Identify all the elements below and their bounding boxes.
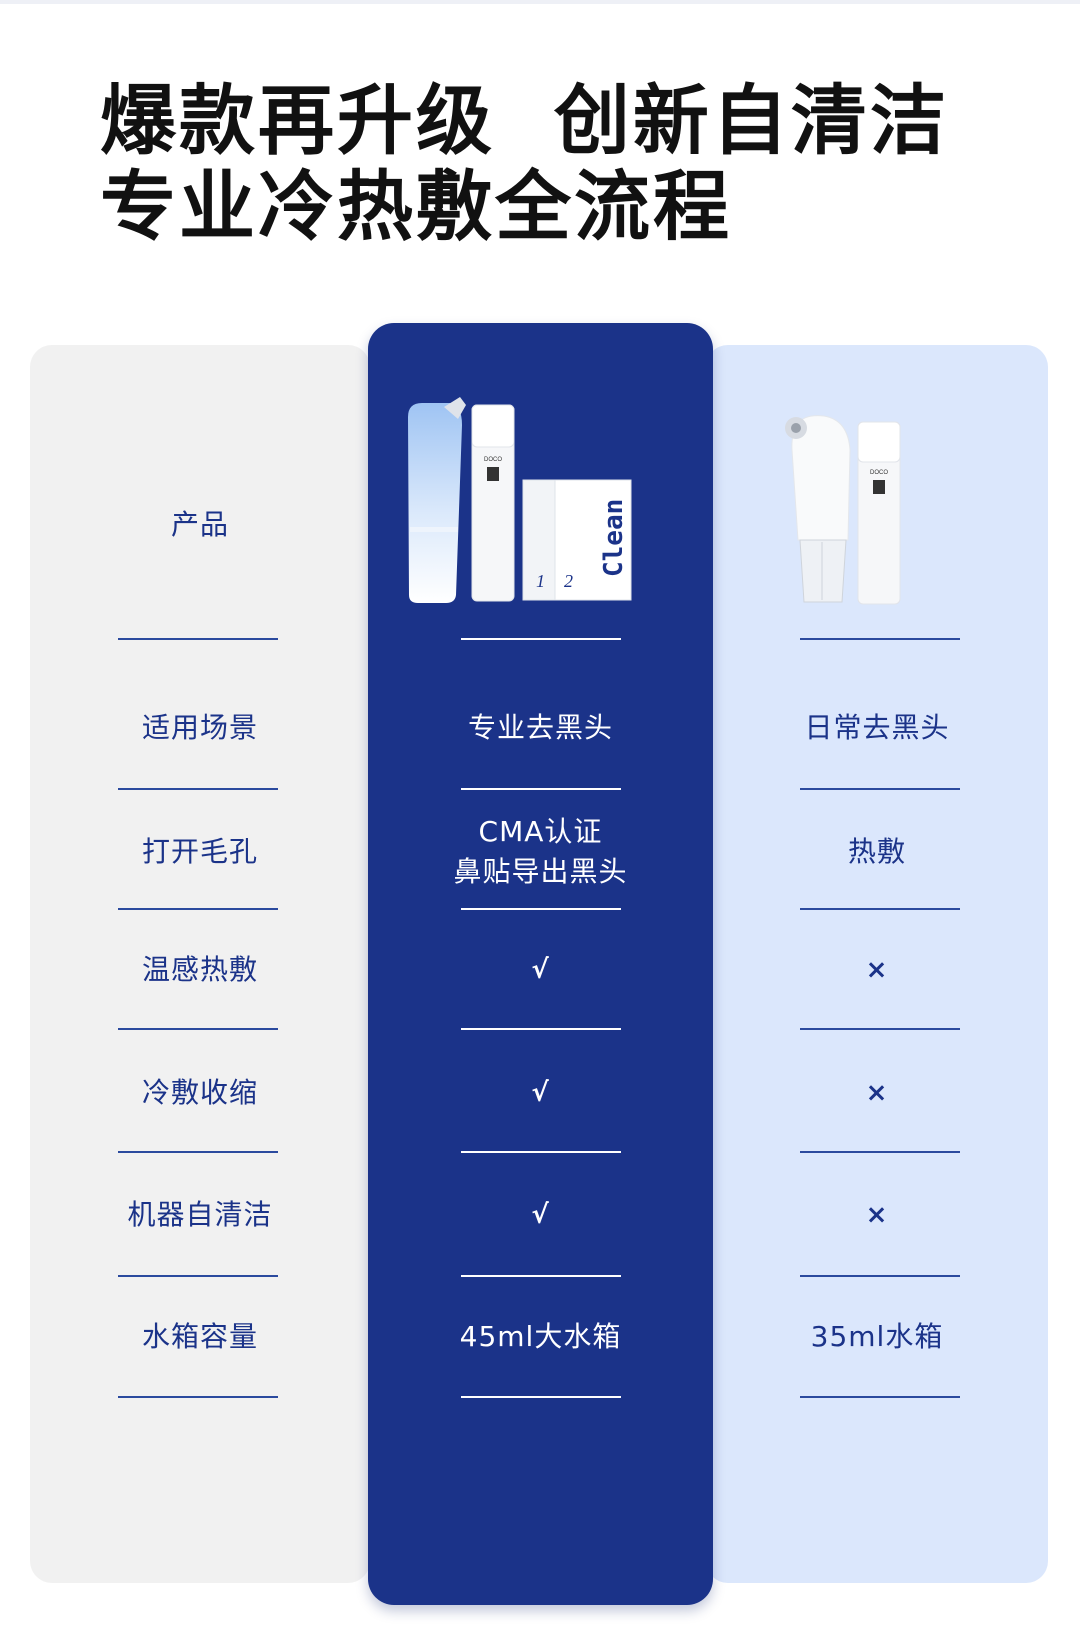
- pro-device-body: [408, 403, 462, 603]
- pro-open-pores-value: CMA认证 鼻贴导出黑头: [453, 815, 628, 888]
- row-divider: [118, 788, 278, 790]
- basic-warm-compress-cross: ×: [865, 955, 889, 985]
- row-label-warm-compress: 温感热敷: [141, 953, 258, 986]
- row-divider: [461, 788, 621, 790]
- basic-device-head: [791, 415, 851, 541]
- row-label-tank-capacity: 水箱容量: [141, 1320, 258, 1353]
- row-divider: [800, 788, 960, 790]
- basic-toner-logo: [873, 480, 885, 494]
- pro-cold-compress-check: √: [531, 1078, 550, 1108]
- pro-patch-number-1: 1: [536, 571, 545, 591]
- pro-tank-capacity-value: 45ml大水箱: [459, 1320, 622, 1353]
- row-divider: [461, 1151, 621, 1153]
- row-divider: [461, 638, 621, 640]
- pro-product-image: DOCO 1 2 Clean: [408, 397, 632, 603]
- row-divider: [461, 1275, 621, 1277]
- row-label-product: 产品: [170, 508, 229, 541]
- pro-scenario-value: 专业去黑头: [467, 711, 613, 744]
- pro-patch-number-2: 2: [564, 571, 573, 591]
- basic-open-pores-value: 热敷: [847, 835, 906, 868]
- row-divider: [800, 1275, 960, 1277]
- basic-scenario-value: 日常去黑头: [804, 711, 950, 744]
- row-divider: [118, 1028, 278, 1030]
- row-label-open-pores: 打开毛孔: [141, 835, 258, 868]
- row-label-cold-compress: 冷敷收缩: [141, 1076, 258, 1109]
- basic-toner-brand: DOCO: [870, 470, 888, 476]
- row-divider: [118, 1151, 278, 1153]
- page-headline: 爆款再升级 创新自清洁 专业冷热敷全流程: [100, 78, 949, 250]
- pro-toner-cap: [471, 404, 515, 448]
- row-divider: [118, 638, 278, 640]
- pro-warm-compress-check: √: [531, 955, 550, 985]
- row-divider: [800, 1028, 960, 1030]
- basic-tank-capacity-value: 35ml水箱: [810, 1320, 944, 1353]
- basic-self-cleaning-cross: ×: [865, 1200, 889, 1230]
- row-divider: [118, 908, 278, 910]
- row-divider: [800, 1396, 960, 1398]
- basic-toner-cap: [857, 421, 901, 463]
- pro-self-cleaning-check: √: [531, 1200, 550, 1230]
- row-divider: [461, 1028, 621, 1030]
- row-label-self-cleaning: 机器自清洁: [127, 1198, 273, 1231]
- row-divider: [461, 908, 621, 910]
- basic-product-image: DOCO: [785, 415, 901, 605]
- row-divider: [800, 908, 960, 910]
- row-divider: [118, 1396, 278, 1398]
- feature-label-column: [30, 345, 370, 1583]
- pro-patch-2: [554, 479, 632, 601]
- row-divider: [800, 1151, 960, 1153]
- basic-device-tank: [799, 539, 847, 603]
- top-divider: [0, 0, 1080, 4]
- pro-device-nozzle: [444, 397, 466, 419]
- row-divider: [461, 1396, 621, 1398]
- row-divider: [118, 1275, 278, 1277]
- headline-line-1: 爆款再升级 创新自清洁: [100, 76, 949, 165]
- pro-toner-logo: [487, 467, 499, 481]
- basic-cold-compress-cross: ×: [865, 1078, 889, 1108]
- headline-line-2: 专业冷热敷全流程: [100, 162, 732, 251]
- pro-toner-brand: DOCO: [484, 457, 502, 463]
- row-label-scenario: 适用场景: [141, 711, 258, 744]
- row-divider: [800, 638, 960, 640]
- pro-device-tank: [410, 527, 458, 532]
- pro-patch-clean-text: Clean: [599, 499, 629, 577]
